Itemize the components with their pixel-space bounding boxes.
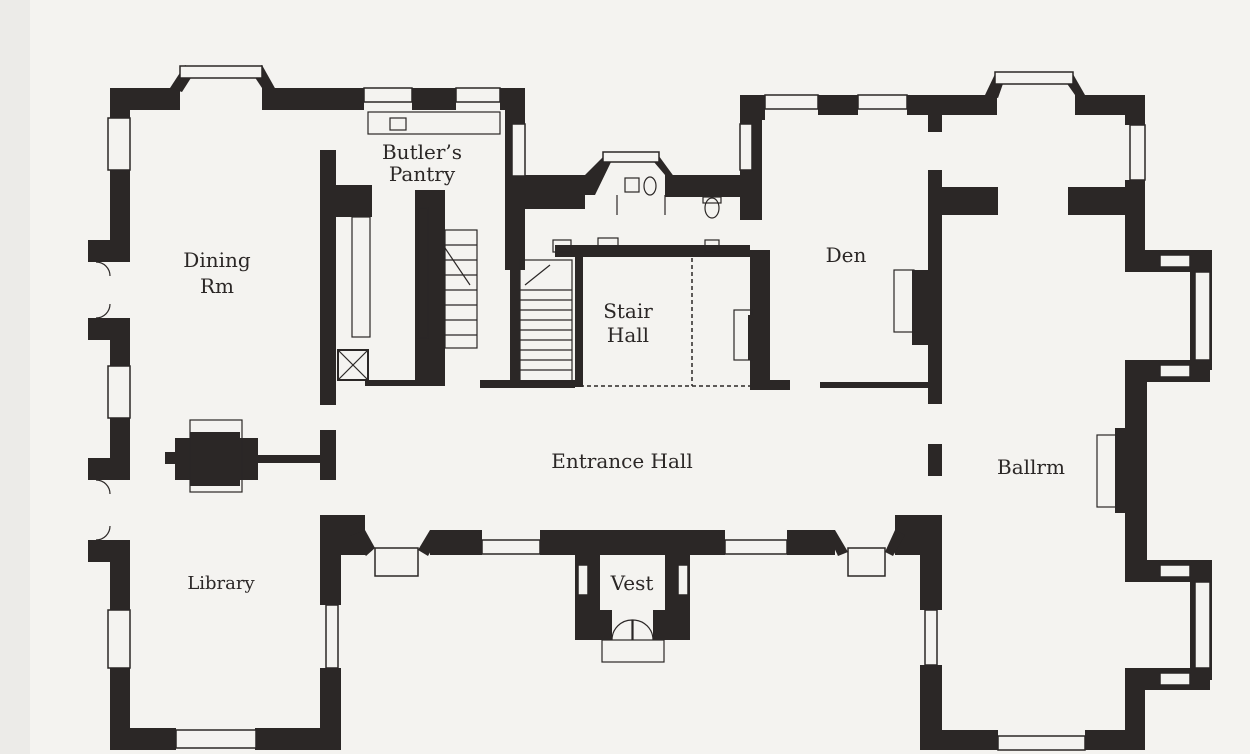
room-label-entrance-hall: Entrance Hall — [551, 449, 692, 473]
room-label-stair-hall: Stair — [603, 299, 653, 323]
fixtures — [95, 111, 1118, 663]
room-labels: Butler’s Pantry Dining Rm Den Stair Hall… — [183, 140, 1065, 595]
room-label-den: Den — [826, 243, 867, 267]
main-stair — [519, 259, 573, 383]
room-label-ballroom: Ballrm — [997, 455, 1065, 479]
room-label-vestibule: Vest — [610, 571, 654, 595]
room-label-library: Library — [187, 573, 255, 594]
walls — [88, 65, 1212, 750]
room-label-dining: Dining — [183, 248, 251, 272]
room-label-dining: Rm — [200, 274, 234, 298]
room-label-butlers-pantry: Butler’s — [382, 140, 462, 164]
back-stair — [444, 229, 478, 349]
room-label-butlers-pantry: Pantry — [389, 162, 456, 186]
windows — [107, 65, 1211, 751]
room-label-stair-hall: Hall — [607, 323, 649, 347]
paper — [30, 0, 1250, 754]
